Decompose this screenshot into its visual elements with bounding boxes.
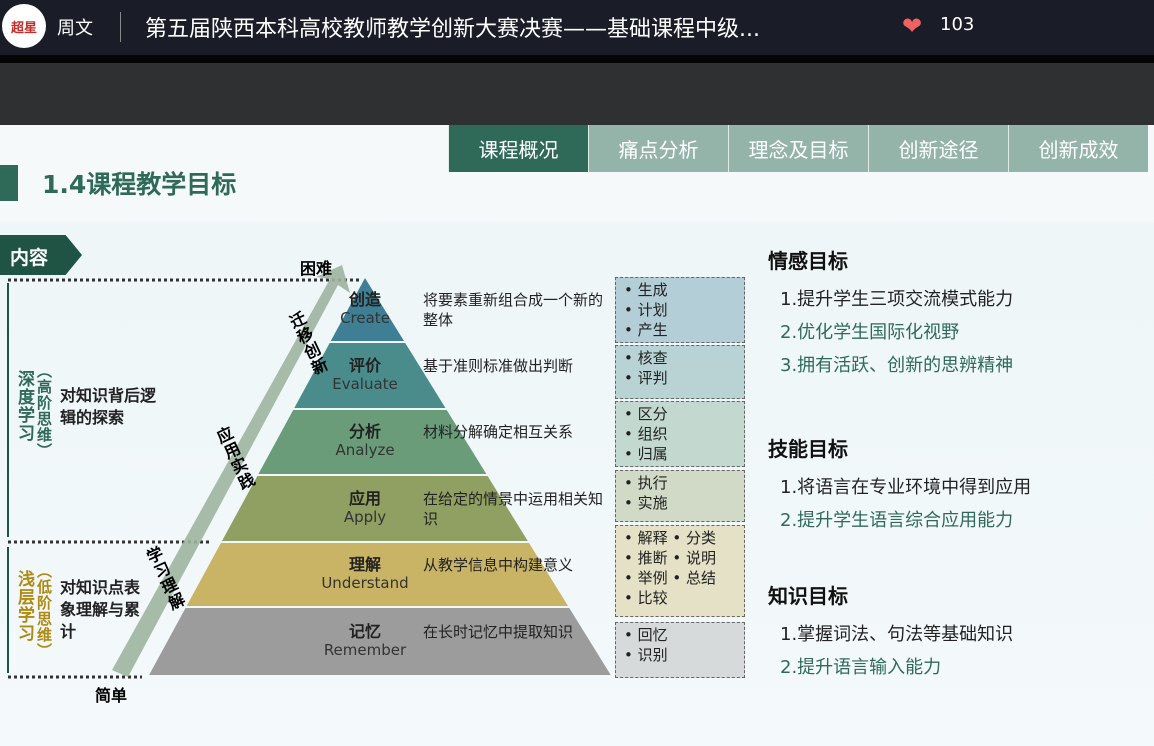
- deep-paren: （高阶思维）: [35, 363, 53, 459]
- pyramid-level-create: [330, 278, 404, 341]
- tab-overview[interactable]: 课程概况: [448, 125, 588, 172]
- level-verbs: • 执行 • 实施: [615, 470, 745, 522]
- level-en: Evaluate: [332, 374, 398, 393]
- goal-item: 1.掌握词法、句法等基础知识: [780, 624, 1014, 645]
- level-desc: 在长时记忆中提取知识: [423, 622, 574, 641]
- pyramid-level-analyze: [258, 410, 487, 474]
- channel-logo[interactable]: 超星: [2, 4, 46, 48]
- pyramid-diagram: [7, 265, 611, 679]
- slide-heading: 1.4课程教学目标: [0, 165, 236, 201]
- like-count: 103: [940, 14, 975, 35]
- level-cn: 应用: [348, 488, 381, 508]
- level-desc: 将要素重新组合成一个新的整体: [423, 290, 604, 329]
- goal-item: 1.将语言在专业环境中得到应用: [780, 477, 1032, 498]
- level-verbs: • 回忆 • 识别: [615, 622, 745, 678]
- level-label: 评价 Evaluate: [315, 356, 415, 394]
- level-label: 分析 Analyze: [315, 422, 415, 460]
- level-verbs: • 生成 • 计划 • 产生: [615, 277, 745, 343]
- slide: 课程概况 痛点分析 理念及目标 创新途径 创新成效 1.4课程教学目标 内容 困…: [0, 125, 1154, 746]
- level-cn: 评价: [348, 355, 381, 375]
- level-desc: 材料分解确定相互关系: [423, 423, 574, 441]
- goal-item: 2.提升学生语言综合应用能力: [780, 510, 1014, 531]
- pyramid-level-apply: [221, 476, 528, 541]
- level-verbs: • 核查 • 评判: [615, 345, 745, 399]
- tab-philosophy[interactable]: 理念及目标: [728, 125, 868, 172]
- level-en: Apply: [343, 507, 387, 526]
- level-cn: 分析: [348, 422, 381, 441]
- level-verbs: • 区分 • 组织 • 归属: [615, 401, 745, 467]
- pyramid-level-evaluate: [294, 343, 446, 408]
- level-en: Remember: [323, 640, 407, 659]
- axis-top-label: 困难: [300, 259, 333, 278]
- level-label: 应用 Apply: [315, 489, 415, 527]
- shallow-desc: 对知识点表象理解与累计: [60, 578, 141, 641]
- pyramid-level-remember: [149, 608, 611, 675]
- tab-innovation-path[interactable]: 创新途径: [868, 125, 1008, 172]
- level-desc: 从教学信息中构建意义: [423, 555, 574, 574]
- deep-desc: 对知识背后逻辑的探索: [60, 386, 157, 427]
- goal-item: 1.提升学生三项交流模式能力: [780, 289, 1014, 310]
- heart-icon[interactable]: ❤: [902, 12, 923, 40]
- shallow-paren: （低阶思维）: [35, 563, 53, 659]
- level-desc: 在给定的情景中运用相关知识: [423, 489, 604, 528]
- level-label: 创造 Create: [315, 290, 415, 328]
- video-title: 第五届陕西本科高校教师教学创新大赛决赛——基础课程中级...: [145, 17, 760, 42]
- level-desc: 基于准则标准做出判断: [423, 356, 574, 375]
- divider-strip: [0, 55, 1154, 63]
- tab-results[interactable]: 创新成效: [1008, 125, 1148, 172]
- author-name[interactable]: 周文: [57, 18, 93, 39]
- goal-heading: 情感目标: [768, 249, 848, 273]
- slide-tabs: 课程概况 痛点分析 理念及目标 创新途径 创新成效: [448, 125, 1148, 172]
- level-label: 记忆 Remember: [315, 622, 415, 660]
- axis-bottom-label: 简单: [95, 686, 128, 705]
- learning-arrow: [112, 265, 350, 677]
- level-en: Understand: [321, 573, 409, 592]
- heading-text: 1.4课程教学目标: [42, 170, 237, 199]
- pyramid-level-understand: [186, 543, 569, 606]
- level-en: Analyze: [335, 441, 395, 459]
- top-bar: 超星 周文 第五届陕西本科高校教师教学创新大赛决赛——基础课程中级... ❤ 1…: [0, 0, 1154, 55]
- level-label: 理解 Understand: [315, 555, 415, 593]
- level-verbs: • 解释 • 分类 • 推断 • 说明 • 举例 • 总结 • 比较: [615, 525, 745, 617]
- goal-heading: 知识目标: [768, 584, 848, 608]
- level-en: Create: [340, 308, 390, 327]
- level-cn: 记忆: [348, 621, 381, 641]
- tab-pain-points[interactable]: 痛点分析: [588, 125, 728, 172]
- goal-item: 2.优化学生国际化视野: [780, 322, 960, 343]
- divider: [120, 12, 121, 42]
- shallow-learning-label: 浅层学习: [14, 570, 34, 642]
- content-tag: 内容: [0, 235, 82, 275]
- goal-heading: 技能目标: [768, 437, 848, 461]
- goal-item: 3.拥有活跃、创新的思辨精神: [780, 355, 1014, 376]
- level-cn: 创造: [348, 289, 381, 309]
- deep-learning-label: 深度学习: [14, 370, 34, 442]
- goal-item: 2.提升语言输入能力: [780, 657, 942, 678]
- level-cn: 理解: [348, 554, 381, 574]
